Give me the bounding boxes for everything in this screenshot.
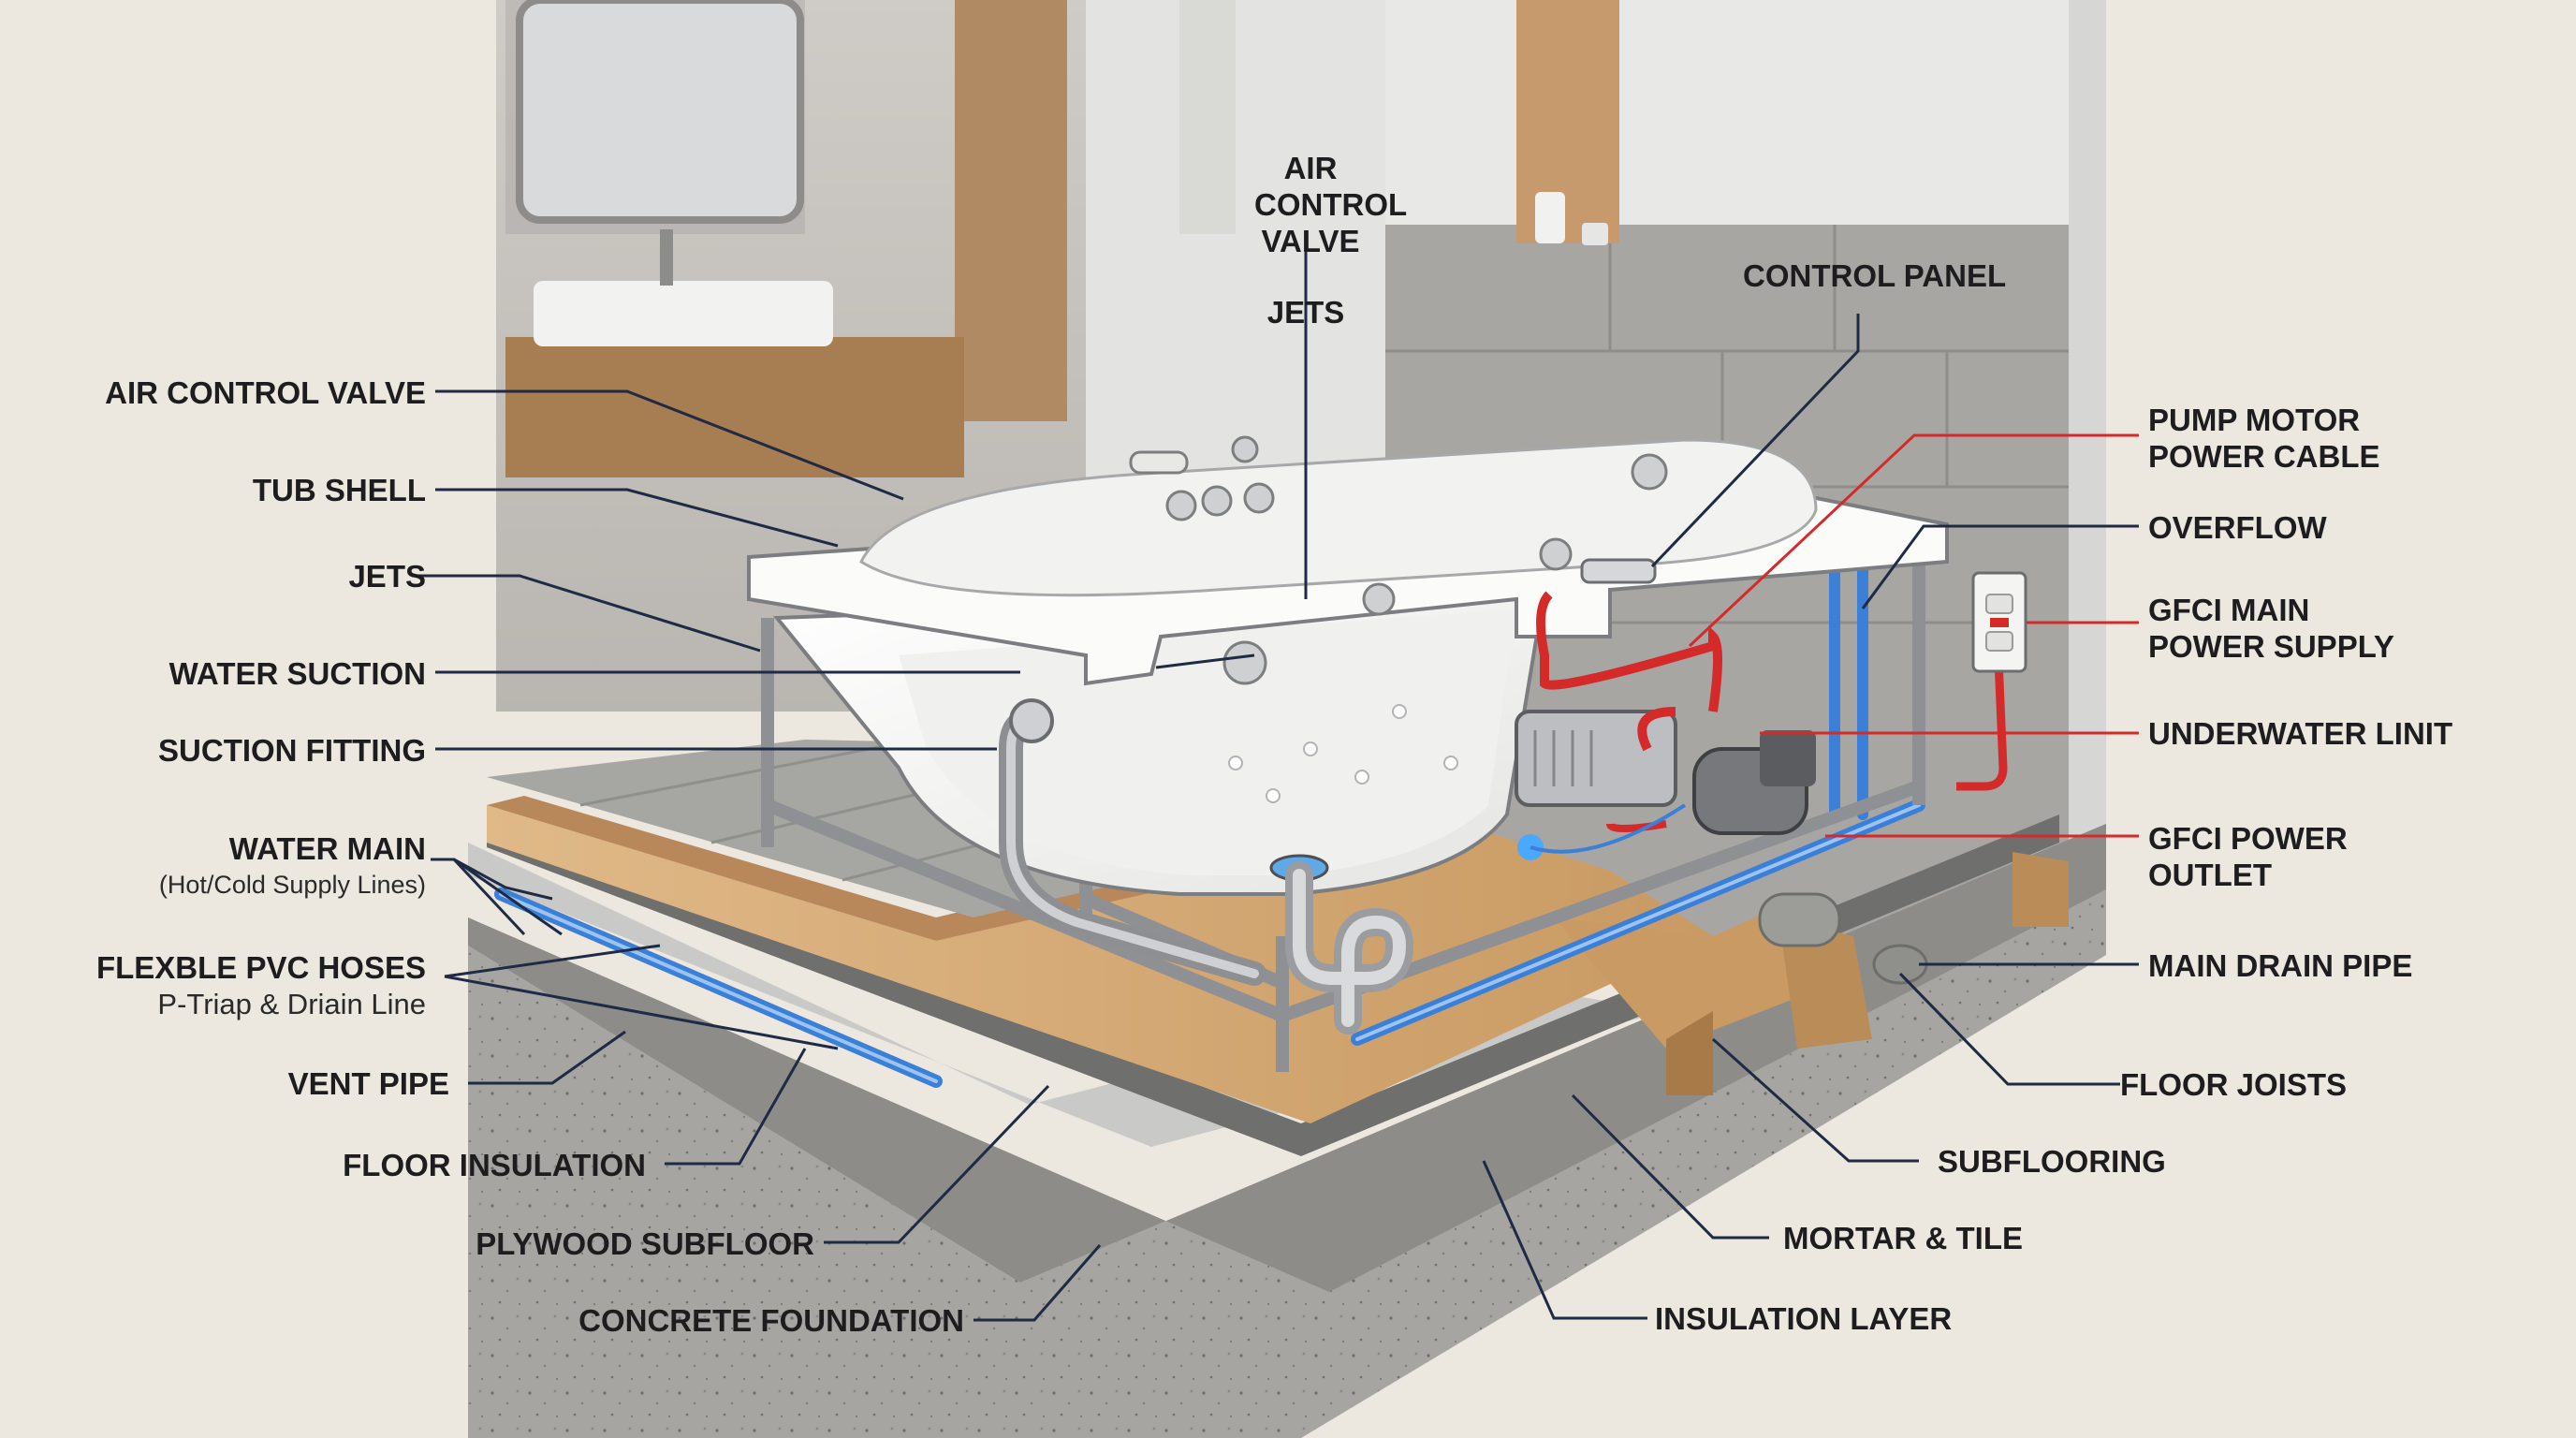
pump-assembly: [1515, 571, 2027, 860]
label-pump-motor-power-cable: PUMP MOTOR POWER CABLE: [2148, 402, 2380, 475]
label-main-drain-pipe: MAIN DRAIN PIPE: [2148, 948, 2413, 983]
label-control-panel: CONTROL PANEL: [1743, 258, 2007, 293]
label-vent-pipe: VENT PIPE: [287, 1066, 449, 1101]
label-air-control-valve-top: AIR CONTROL VALVE: [1254, 150, 1408, 259]
label-pump-motor-power-cable-line1: PUMP MOTOR: [2148, 403, 2361, 437]
label-gfci-main-power-supply-line2: POWER SUPPLY: [2148, 629, 2394, 664]
tub-shell: [747, 435, 1949, 896]
label-gfci-main-power-supply: GFCI MAIN POWER SUPPLY: [2148, 592, 2394, 665]
label-plywood-subfloor: PLYWOOD SUBFLOOR: [476, 1226, 814, 1261]
label-air-control-valve-top-line1: AIR: [1283, 151, 1338, 185]
label-gfci-power-outlet: GFCI POWER OUTLET: [2148, 820, 2348, 893]
label-flexible-pvc-hoses-title: FLEXBLE PVC HOSES: [95, 950, 426, 985]
label-air-control-valve: AIR CONTROL VALVE: [105, 375, 426, 410]
label-water-main: WATER MAIN (Hot/Cold Supply Lines): [56, 830, 426, 903]
label-overflow: OVERFLOW: [2148, 510, 2327, 545]
label-air-control-valve-top-line2: CONTROL: [1254, 187, 1408, 222]
label-underwater-unit: UNDERWATER LINIT: [2148, 716, 2453, 751]
label-gfci-power-outlet-line2: OUTLET: [2148, 858, 2272, 892]
label-gfci-main-power-supply-line1: GFCI MAIN: [2148, 593, 2310, 627]
label-air-control-valve-top-line3: VALVE: [1261, 224, 1360, 258]
label-subflooring: SUBFLOORING: [1938, 1144, 2166, 1179]
label-suction-fitting: SUCTION FITTING: [158, 733, 426, 768]
label-floor-insulation: FLOOR INSULATION: [343, 1148, 646, 1182]
label-concrete-foundation: CONCRETE FOUNDATION: [578, 1303, 964, 1338]
label-jets: JETS: [348, 559, 426, 594]
label-water-main-title: WATER MAIN: [228, 831, 426, 866]
label-mortar-tile: MORTAR & TILE: [1783, 1221, 2024, 1255]
label-jets-top: JETS: [1266, 295, 1345, 330]
label-water-main-sub: (Hot/Cold Supply Lines): [158, 871, 426, 899]
label-tub-shell: TUB SHELL: [252, 473, 426, 507]
water-supply-lines: [494, 556, 1925, 1088]
label-pump-motor-power-cable-line2: POWER CABLE: [2148, 439, 2380, 474]
leader-lines-left: [412, 389, 1102, 1322]
background-room: [496, 0, 1432, 712]
drain-plumbing: [999, 698, 1413, 1034]
label-flexible-pvc-hoses-sub: P-Triap & Driain Line: [157, 988, 426, 1020]
label-gfci-power-outlet-line1: GFCI POWER: [2148, 821, 2348, 856]
label-flexible-pvc-hoses: FLEXBLE PVC HOSES P-Triap & Driain Line: [56, 949, 426, 1022]
leader-lines-right: [1155, 248, 2139, 1320]
label-floor-joists: FLOOR JOISTS: [2120, 1067, 2348, 1102]
label-water-suction: WATER SUCTION: [168, 656, 426, 691]
label-insulation-layer: INSULATION LAYER: [1655, 1301, 1953, 1336]
